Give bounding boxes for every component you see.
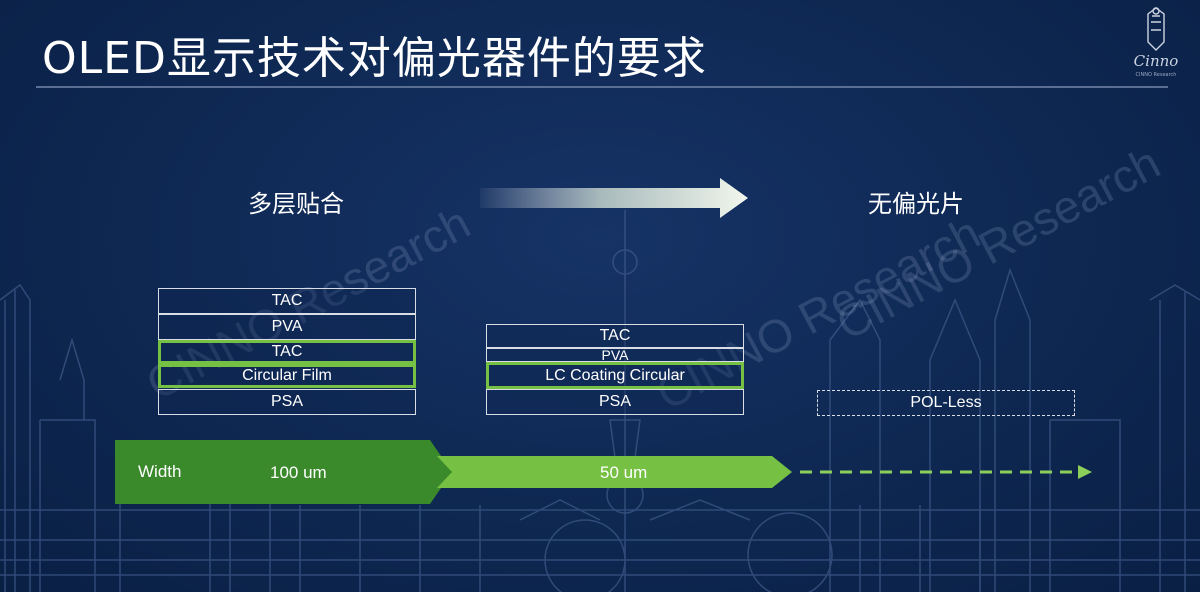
middle-layer-lc-coating-circular: LC Coating Circular bbox=[486, 362, 744, 389]
width-band-stage2 bbox=[437, 456, 792, 488]
left-layer-circular-film: Circular Film bbox=[158, 364, 416, 388]
middle-layer-pva: PVA bbox=[486, 348, 744, 362]
left-layer-tac-highlight: TAC bbox=[158, 340, 416, 364]
cinno-logo-icon bbox=[1147, 7, 1165, 51]
logo-subtext: CINNO Research bbox=[1135, 72, 1177, 78]
middle-layer-psa: PSA bbox=[486, 389, 744, 415]
slide-title: OLED显示技术对偏光器件的要求 bbox=[42, 33, 707, 84]
width-value-100um: 100 um bbox=[270, 463, 327, 482]
width-band-stage1 bbox=[115, 440, 452, 504]
middle-layer-tac: TAC bbox=[486, 324, 744, 348]
right-layer-pol-less: POL-Less bbox=[817, 390, 1075, 416]
width-band-dashed-arrowhead bbox=[1078, 465, 1092, 479]
section-label-left: 多层贴合 bbox=[248, 190, 344, 218]
width-value-50um: 50 um bbox=[600, 463, 648, 482]
logo-wordmark: Cinno bbox=[1133, 52, 1179, 70]
left-layer-pva: PVA bbox=[158, 314, 416, 340]
left-layer-tac-top: TAC bbox=[158, 288, 416, 314]
title-divider bbox=[36, 86, 1168, 88]
section-label-right: 无偏光片 bbox=[868, 190, 964, 218]
transition-arrow-icon bbox=[480, 178, 748, 218]
width-label: Width bbox=[138, 462, 182, 481]
left-layer-psa: PSA bbox=[158, 389, 416, 415]
